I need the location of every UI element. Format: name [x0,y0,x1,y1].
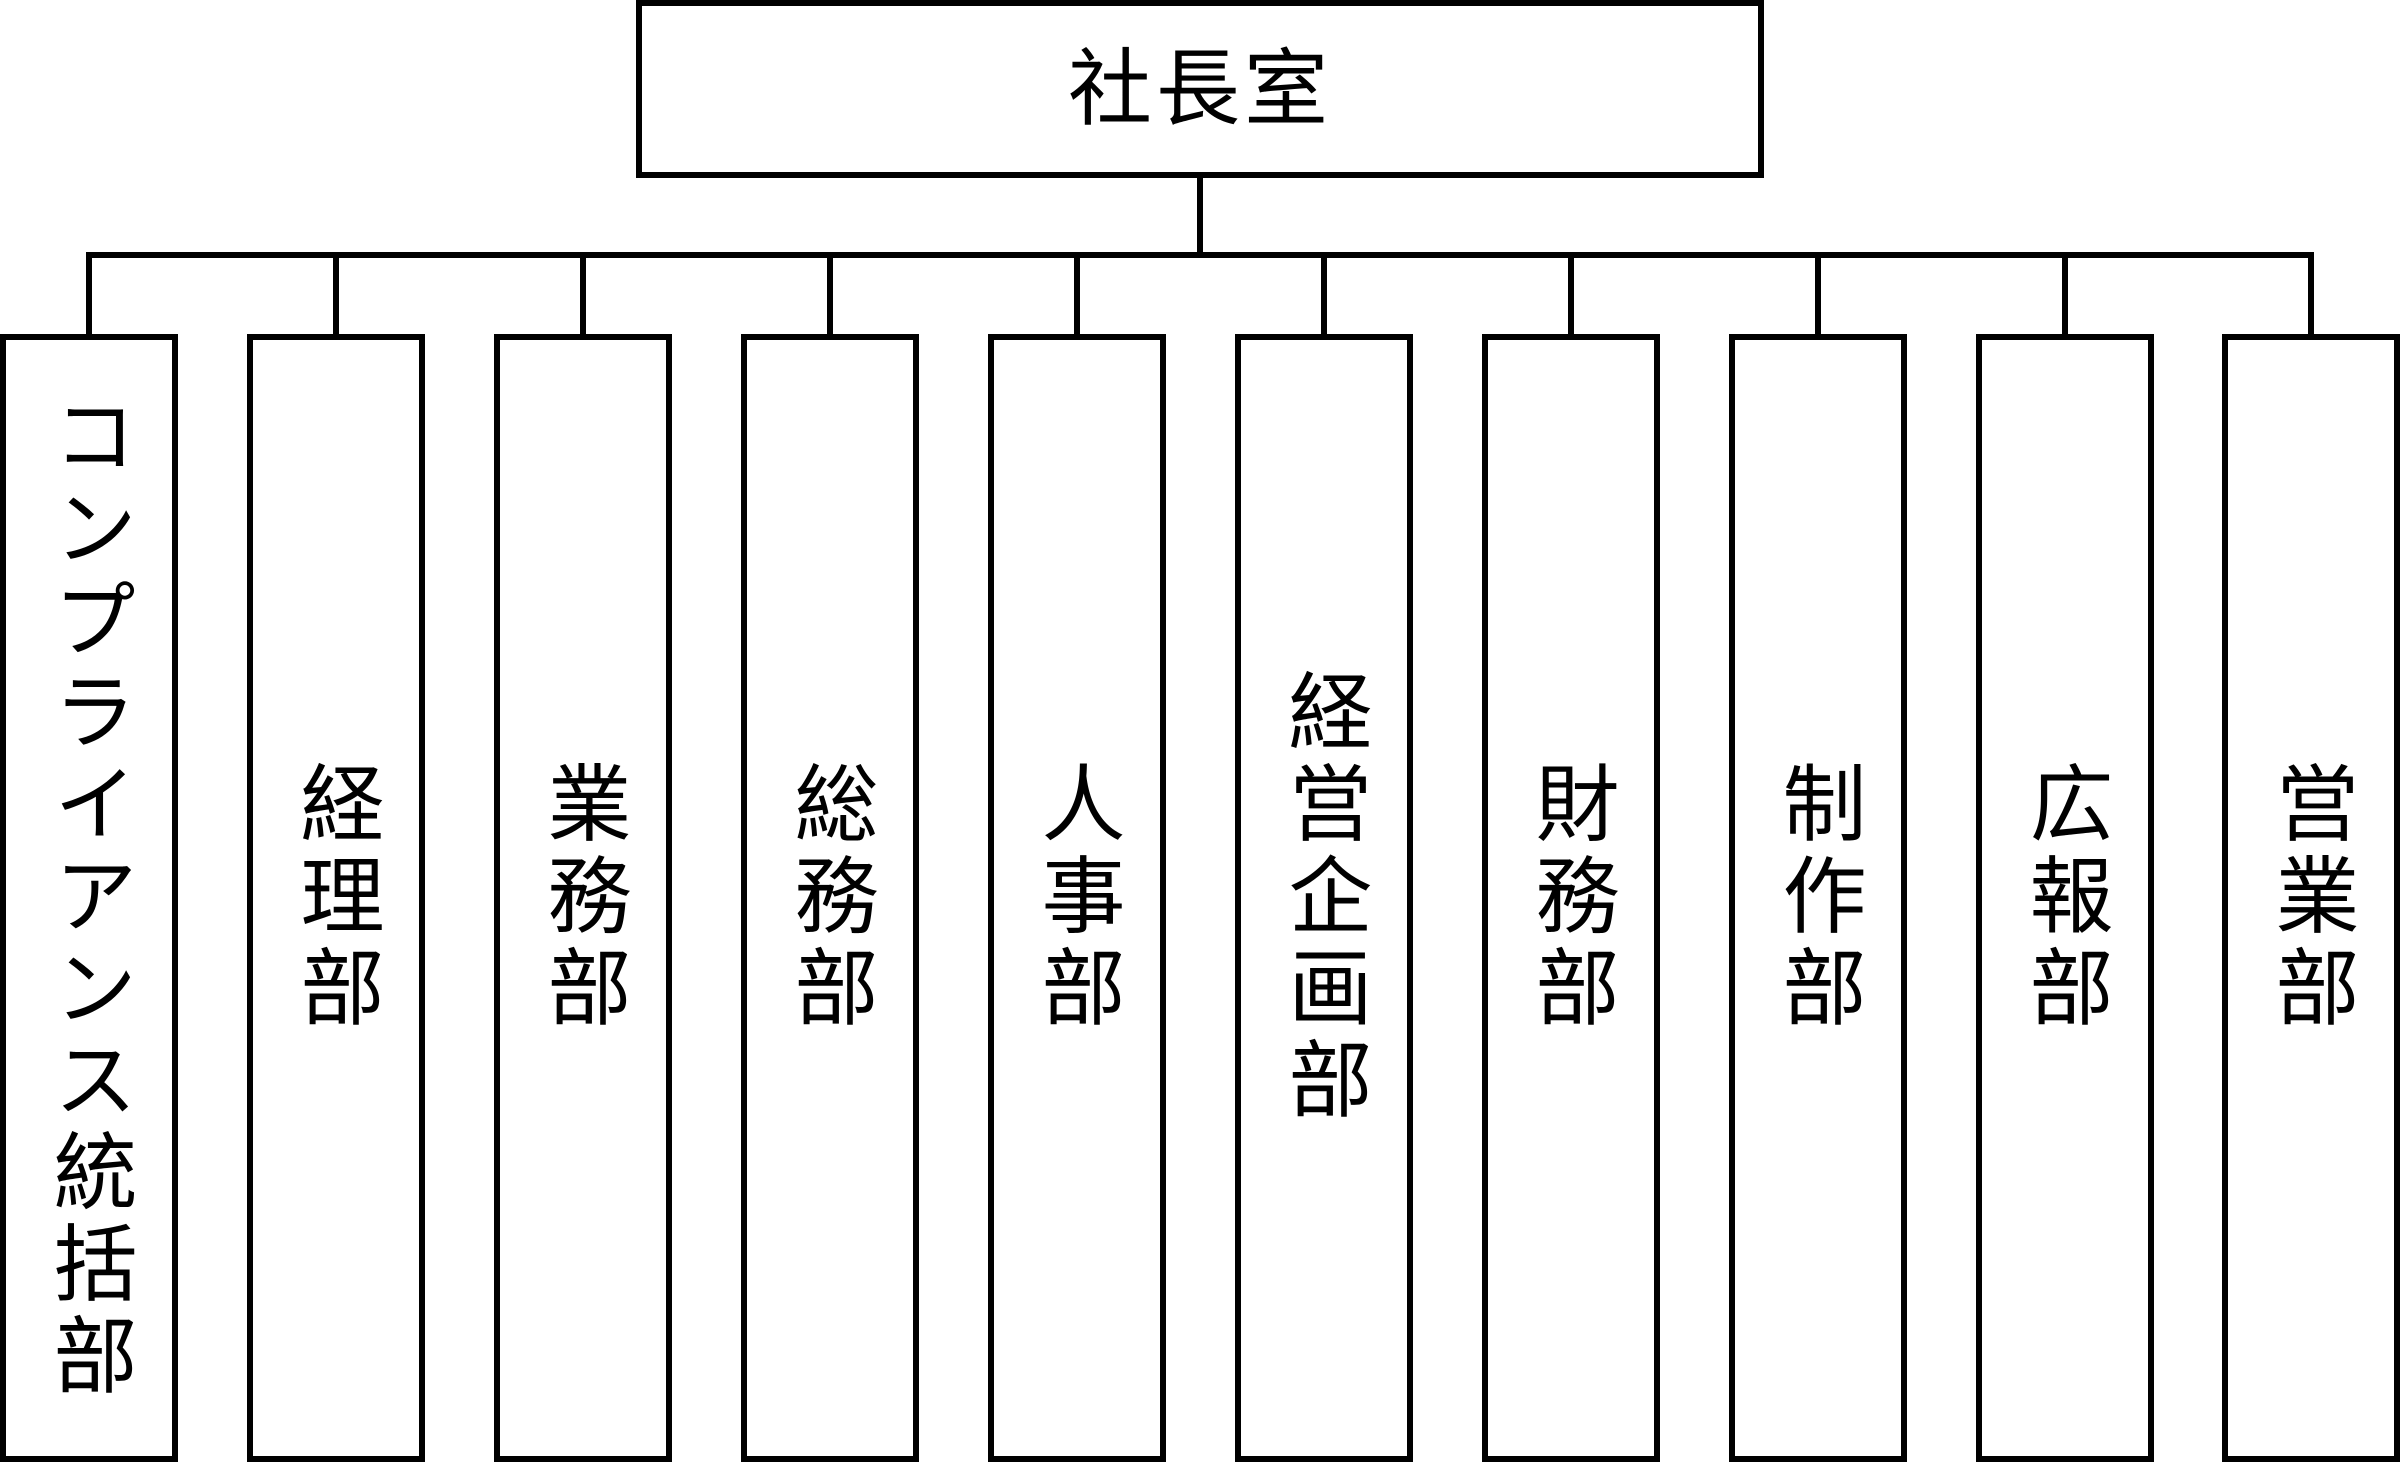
drop-connector-9 [2062,252,2068,336]
org-node-label: 経営企画部 [1275,668,1373,1128]
org-node-label: 営業部 [2262,760,2360,1036]
org-node-label: 財務部 [1522,760,1620,1036]
root-stem-connector [1197,176,1203,258]
drop-connector-3 [580,252,586,336]
org-node-finance: 財務部 [1482,334,1660,1462]
org-node-public-relations: 広報部 [1976,334,2154,1462]
drop-connector-2 [333,252,339,336]
drop-connector-10 [2308,252,2314,336]
drop-connector-4 [827,252,833,336]
org-node-compliance: コンプライアンス統括部 [0,334,178,1462]
org-node-accounting: 経理部 [247,334,425,1462]
drop-connector-7 [1568,252,1574,336]
horizontal-bus-connector [89,252,2311,258]
org-node-label: 総務部 [781,760,879,1036]
org-node-general-affairs: 総務部 [741,334,919,1462]
org-node-label: 経理部 [287,760,385,1036]
drop-connector-6 [1321,252,1327,336]
org-node-sales: 営業部 [2222,334,2400,1462]
org-node-label: 社長室 [1067,40,1332,138]
org-node-corporate-planning: 経営企画部 [1235,334,1413,1462]
drop-connector-8 [1815,252,1821,336]
org-node-human-resources: 人事部 [988,334,1166,1462]
org-node-label: 人事部 [1028,760,1126,1036]
drop-connector-5 [1074,252,1080,336]
org-node-label: 業務部 [534,760,632,1036]
org-node-president-office: 社長室 [636,0,1764,178]
drop-connector-1 [86,252,92,336]
org-node-operations: 業務部 [494,334,672,1462]
org-node-label: 制作部 [1769,760,1867,1036]
org-node-label: コンプライアンス統括部 [40,392,138,1404]
org-node-label: 広報部 [2016,760,2114,1036]
org-node-production: 制作部 [1729,334,1907,1462]
